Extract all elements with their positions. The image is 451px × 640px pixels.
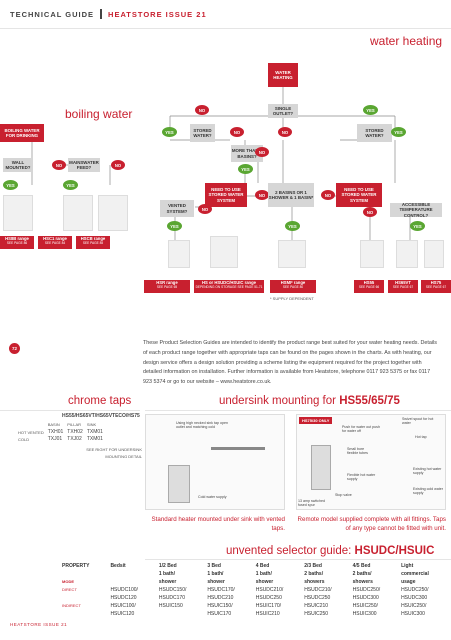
hs65vt-image: [396, 240, 418, 268]
unvented-title: unvented selector guide: HSUDC/HSUIC: [226, 545, 434, 557]
no-badge: NO: [278, 127, 292, 137]
no-badge: NO: [195, 105, 209, 115]
yes-badge: YES: [363, 105, 378, 115]
no-badge: NO: [52, 160, 66, 170]
page-number-badge: 72: [9, 343, 20, 354]
section-rule: [0, 410, 140, 411]
vented-system-node: VENTED SYSTEM?: [160, 200, 194, 217]
hs-unvented-image: [210, 236, 238, 268]
chrome-taps-note: SEE RIGHT FOR UNDERSINK MOUNTING DETAIL: [70, 446, 142, 460]
no-badge: NO: [363, 207, 377, 217]
single-outlet-node: SINGLE OUTLET?: [268, 104, 298, 118]
table-row: 1 bath/ 1 bath/ 1 bath/ 2 baths/ 2 baths…: [60, 570, 448, 578]
vented-caption: Standard heater mounted under sink with …: [145, 515, 285, 533]
chrome-taps-title: chrome taps: [68, 395, 131, 407]
need-stored-node-1: NEED TO USE STORED WATER SYSTEM: [205, 183, 247, 207]
stored-water-node-2: STORED WATER?: [357, 124, 392, 142]
hsr-image: [168, 240, 190, 268]
vented-diagram: Using high necked sink tap open outlet a…: [145, 414, 285, 510]
undersink-title: undersink mounting for HS55/65/75: [219, 395, 400, 407]
table-row: DIRECT HSUDC100/ HSUDC150/ HSUDC170/ HSU…: [60, 586, 448, 594]
yes-badge: YES: [162, 127, 177, 137]
chrome-taps-models: HS55/HS65VT/HS65VTECO/HS75: [62, 413, 140, 419]
yes-badge: YES: [391, 127, 406, 137]
accessible-temp-node: ACCESSIBLE TEMPERATURE CONTROL?: [390, 203, 442, 217]
yes-badge: YES: [167, 221, 182, 231]
table-row: INDIRECT HSUIC100/ HSUIC150 HSUIC150/ HS…: [60, 602, 448, 610]
unvented-table: PROPERTY Bedsit 1/2 Bed 3 Bed 4 Bed 2/3 …: [60, 562, 448, 618]
no-badge: NO: [230, 127, 244, 137]
yes-badge: YES: [238, 164, 253, 174]
need-stored-node-2: NEED TO USE STORED WATER SYSTEM: [336, 183, 382, 207]
supply-dependent-note: * SUPPLY DEPENDENT: [270, 296, 314, 301]
hs8b-image: [3, 195, 33, 231]
table-row: COLD TXJ01 TXJ02 TXM01: [16, 436, 105, 444]
section-rule: [145, 410, 451, 411]
two-basins-node: 2 BASINS OR 1 SHOWER & 1 BASIN*: [268, 183, 314, 207]
no-badge: NO: [255, 190, 269, 200]
no-badge: NO: [255, 147, 269, 157]
table-row: HSUDC120 HSUDC170 HSUDC210 HSUDC250 HSUD…: [60, 594, 448, 602]
hsc1-image: [63, 195, 93, 231]
mains-feed-node: MAINSWATER FEED?: [68, 158, 100, 172]
no-badge: NO: [321, 190, 335, 200]
stored-water-node-1: STORED WATER?: [190, 124, 215, 142]
chrome-taps-table: BASIN PILLAR SINK HOT VENTED TXH01 TXH02…: [16, 421, 105, 444]
table-row: PROPERTY Bedsit 1/2 Bed 3 Bed 4 Bed 2/3 …: [60, 562, 448, 570]
hs55-image: [360, 240, 384, 268]
hsmf-image: [278, 240, 306, 268]
table-row: HSUIC120 HSUIC170 HSUIC210 HSUIC250 HSUI…: [60, 610, 448, 618]
yes-badge: YES: [410, 221, 425, 231]
water-heating-node: WATER HEATING: [268, 63, 298, 87]
table-row: HOT VENTED TXH01 TXH02 TXM01: [16, 429, 105, 437]
table-row: MODE shower shower shower showers shower…: [60, 578, 448, 586]
yes-badge: YES: [63, 180, 78, 190]
no-badge: NO: [198, 204, 212, 214]
intro-paragraph: These Product Selection Guides are inten…: [143, 339, 438, 388]
remote-diagram: HS75/30 ONLY Push for water out push for…: [296, 414, 446, 510]
boiling-drinking-node: BOILING WATER FOR DRINKING: [0, 124, 44, 142]
yes-badge: YES: [3, 180, 18, 190]
hscb-image: [98, 195, 128, 231]
wall-mounted-node: WALL MOUNTED?: [3, 158, 33, 172]
no-badge: NO: [111, 160, 125, 170]
page-footer: HEATSTORE ISSUE 21: [10, 622, 67, 627]
remote-caption: Remote model supplied complete with all …: [296, 515, 446, 533]
section-rule: [145, 559, 451, 560]
hs75-image: [424, 240, 444, 268]
yes-badge: YES: [285, 221, 300, 231]
